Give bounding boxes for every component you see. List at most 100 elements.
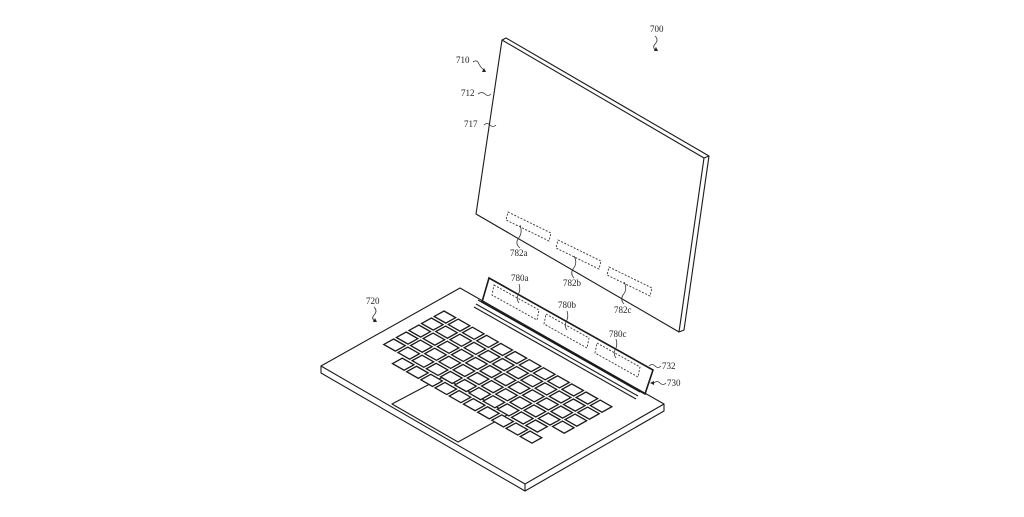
- key: [524, 419, 549, 433]
- key: [405, 365, 430, 380]
- dock-connector-780b: [543, 313, 590, 349]
- key: [432, 310, 457, 324]
- key: [492, 372, 517, 387]
- label-700: 700: [650, 24, 664, 34]
- key: [494, 387, 519, 402]
- key: [490, 414, 515, 428]
- label-720: 720: [366, 296, 380, 306]
- tablet-display-face: [475, 39, 705, 333]
- key: [563, 413, 588, 427]
- key: [437, 355, 462, 370]
- tablet-connector-782b: [555, 239, 602, 270]
- key: [433, 381, 458, 396]
- key: [439, 370, 464, 385]
- key: [476, 406, 501, 420]
- key: [521, 389, 546, 403]
- key: [467, 386, 492, 401]
- label-710: 710: [456, 55, 470, 65]
- label-712: 712: [461, 88, 475, 98]
- key: [480, 379, 505, 394]
- key: [447, 318, 472, 332]
- key: [505, 365, 530, 380]
- tablet-connector-782c: [606, 266, 653, 297]
- key: [420, 317, 445, 331]
- key: [491, 357, 516, 372]
- key: [421, 332, 446, 346]
- key: [395, 331, 420, 345]
- key: [461, 326, 486, 341]
- arrow-720: [372, 306, 377, 323]
- key: [522, 404, 547, 418]
- key: [503, 350, 528, 365]
- key: [574, 391, 599, 405]
- key: [466, 371, 491, 386]
- label-780c: 780c: [609, 329, 627, 339]
- leader-717: [483, 123, 497, 127]
- label-717: 717: [464, 119, 478, 129]
- leader-712: [477, 92, 492, 96]
- key: [504, 422, 529, 436]
- key: [450, 348, 475, 363]
- key: [560, 383, 585, 397]
- label-780a: 780a: [511, 273, 529, 283]
- key: [410, 354, 435, 369]
- key: [546, 375, 571, 389]
- key: [451, 363, 476, 378]
- label-782a: 782a: [510, 248, 528, 258]
- key: [537, 412, 562, 426]
- key: [489, 342, 514, 357]
- label-732: 732: [662, 361, 676, 371]
- key: [535, 397, 560, 411]
- key: [551, 420, 576, 434]
- key: [507, 380, 532, 395]
- key: [407, 324, 432, 338]
- key: [496, 403, 521, 417]
- key: [510, 411, 535, 425]
- key: [453, 378, 478, 393]
- key: [477, 349, 502, 364]
- key: [589, 399, 614, 413]
- key: [478, 364, 503, 379]
- key: [508, 396, 533, 410]
- dock: [473, 276, 654, 400]
- keyboard-keys: [382, 310, 614, 444]
- key: [425, 362, 450, 377]
- key: [518, 358, 543, 373]
- key: [447, 389, 473, 404]
- dock-wall-732: [481, 276, 654, 396]
- dock-connector-780c: [594, 342, 641, 378]
- key: [518, 430, 544, 444]
- key: [519, 373, 544, 388]
- leader-732: [648, 364, 662, 368]
- key: [382, 338, 407, 352]
- key: [462, 341, 487, 356]
- key: [481, 394, 506, 409]
- key: [475, 334, 500, 349]
- key: [533, 382, 558, 396]
- key: [548, 390, 573, 404]
- key: [448, 333, 473, 348]
- key: [462, 397, 487, 412]
- label-730: 730: [667, 378, 681, 388]
- arrow-730: [653, 381, 667, 385]
- label-782c: 782c: [614, 305, 632, 315]
- key: [419, 373, 444, 388]
- key: [562, 398, 587, 412]
- key: [576, 406, 601, 420]
- arrow-710: [472, 60, 485, 71]
- keyboard-base: [320, 287, 665, 492]
- key: [464, 356, 489, 371]
- key: [436, 340, 461, 355]
- key: [423, 347, 448, 362]
- key: [391, 357, 416, 371]
- key: [532, 366, 557, 381]
- dock-connector-780a: [491, 284, 540, 321]
- label-782b: 782b: [563, 278, 581, 288]
- key: [434, 325, 459, 339]
- tablet-device: [475, 37, 710, 333]
- key: [409, 339, 434, 353]
- key: [549, 405, 574, 419]
- label-780b: 780b: [558, 300, 576, 310]
- arrow-700: [653, 35, 658, 52]
